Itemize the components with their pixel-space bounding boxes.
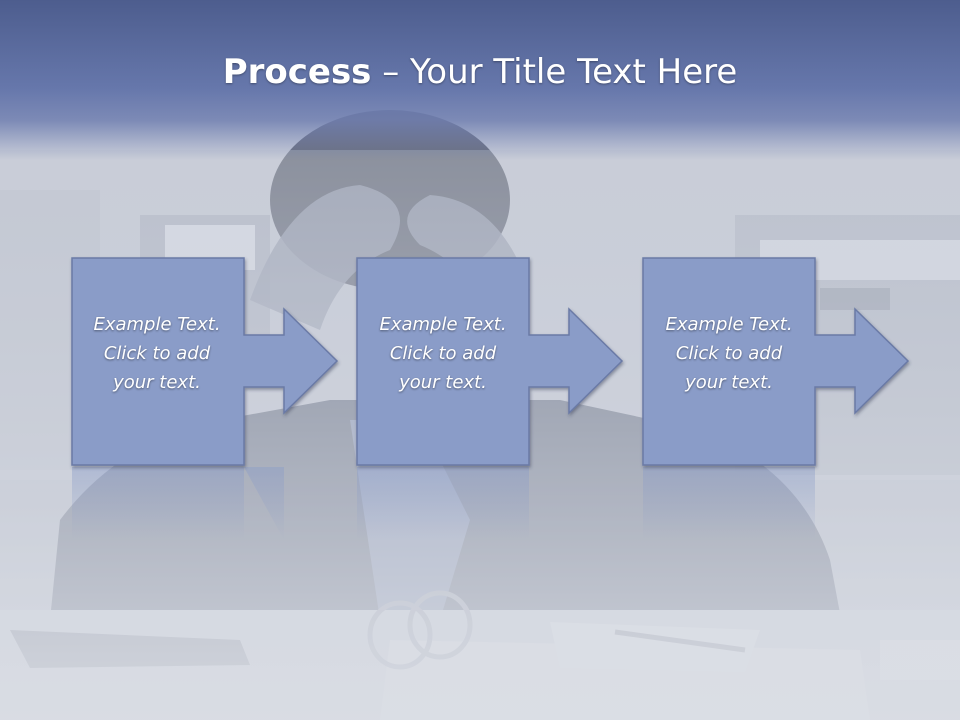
title-rest-text: – Your Title Text Here — [371, 52, 738, 92]
step-1-line-1: Example Text. — [93, 314, 221, 335]
step-3-arrow-box — [642, 257, 910, 466]
step-2-shape[interactable] — [356, 257, 624, 540]
step-1-line-2: Click to add — [103, 343, 211, 364]
step-1-line-3: your text. — [113, 372, 201, 393]
step-2-text[interactable]: Example Text. Click to add your text. — [357, 310, 529, 397]
step-2-line-2: Click to add — [389, 343, 497, 364]
step-3-line-3: your text. — [685, 372, 773, 393]
title-band — [0, 0, 960, 160]
step-1-reflection — [72, 467, 284, 540]
step-2-line-3: your text. — [399, 372, 487, 393]
step-3-line-1: Example Text. — [665, 314, 793, 335]
step-1-text[interactable]: Example Text. Click to add your text. — [71, 310, 243, 397]
step-3-reflection — [643, 467, 815, 540]
step-2-line-1: Example Text. — [379, 314, 507, 335]
slide-title[interactable]: Process – Your Title Text Here — [0, 52, 960, 92]
step-3-line-2: Click to add — [675, 343, 783, 364]
step-3-text[interactable]: Example Text. Click to add your text. — [643, 310, 815, 397]
step-3-shape[interactable] — [642, 257, 910, 540]
step-1-arrow-box — [71, 257, 339, 466]
title-bold-text: Process — [222, 52, 372, 92]
step-1-shape[interactable] — [71, 257, 339, 540]
step-2-reflection — [357, 467, 529, 540]
step-2-arrow-box — [356, 257, 624, 466]
